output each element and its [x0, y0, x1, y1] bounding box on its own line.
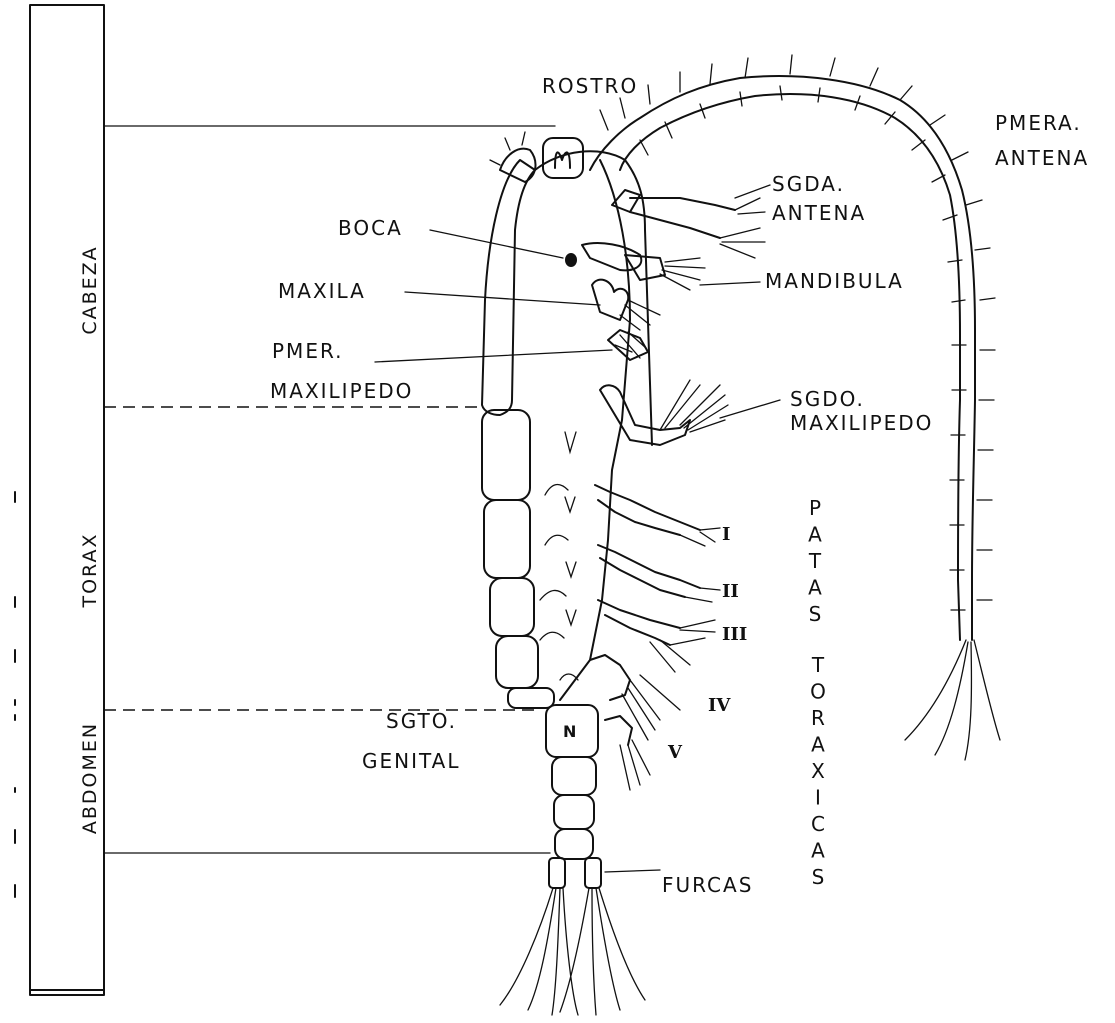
- svg-text:N: N: [563, 722, 576, 741]
- region-torax: TORAX: [79, 532, 101, 608]
- label-rostro: ROSTRO: [542, 74, 638, 98]
- label-sgda-antena-2: ANTENA: [772, 201, 866, 225]
- label-pmera-antena-2: ANTENA: [995, 146, 1089, 170]
- label-boca: BOCA: [338, 216, 403, 240]
- region-abdomen: ABDOMEN: [79, 722, 101, 834]
- leg-label-5: V: [667, 742, 683, 763]
- label-pmera-antena-1: PMERA.: [995, 111, 1082, 135]
- leg-label-2: II: [722, 581, 739, 602]
- leg-label-3: III: [722, 624, 747, 645]
- label-pmer-maxilipedo-1: PMER.: [272, 339, 344, 363]
- region-cabeza: CABEZA: [79, 245, 101, 334]
- mouth-dot: [565, 253, 577, 267]
- label-mandibula: MANDIBULA: [765, 269, 904, 293]
- label-sgdo-maxilipedo-1: SGDO.: [790, 387, 865, 411]
- furca-left: [549, 858, 565, 888]
- label-furcas: FURCAS: [662, 873, 753, 897]
- furca-right: [585, 858, 601, 888]
- leg-label-1: I: [722, 524, 730, 545]
- leg-label-4: IV: [708, 695, 731, 716]
- label-maxila: MAXILA: [278, 279, 366, 303]
- label-pmer-maxilipedo-2: MAXILIPEDO: [270, 379, 413, 403]
- label-sgda-antena-1: SGDA.: [772, 172, 845, 196]
- label-sgto-genital-1: SGTO.: [386, 709, 457, 733]
- mouthparts: [582, 243, 728, 445]
- label-sgdo-maxilipedo-2: MAXILIPEDO: [790, 411, 933, 435]
- region-bar: [30, 5, 104, 995]
- second-antenna: [612, 190, 765, 258]
- label-sgto-genital-2: GENITAL: [362, 749, 460, 773]
